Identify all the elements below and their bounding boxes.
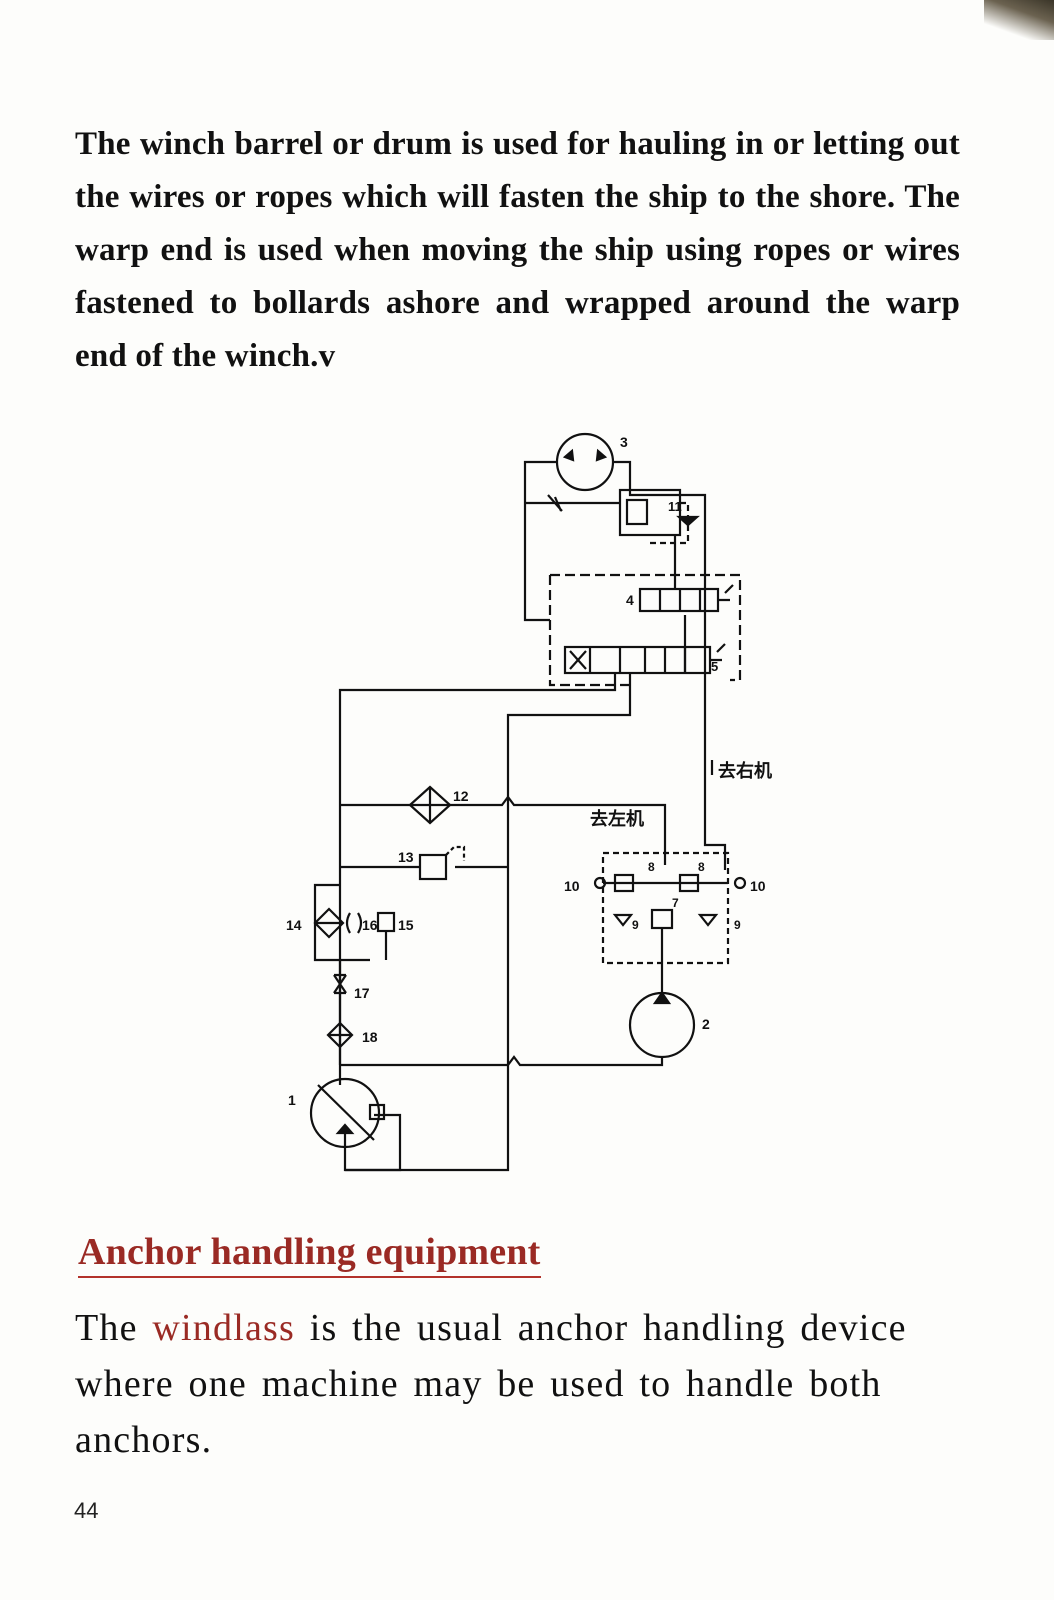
label-to-right-machine: 去右机 [718,760,772,781]
label-13: 13 [398,849,414,865]
label-7: 7 [672,896,679,910]
label-10-right: 10 [750,878,766,894]
page-edge-shadow [984,0,1054,40]
label-3: 3 [620,434,628,450]
label-15: 15 [398,917,414,933]
section-heading: Anchor handling equipment [78,1230,541,1278]
body-text-before: The [75,1307,153,1349]
label-10-left: 10 [564,878,580,894]
valve-5 [563,645,712,675]
label-17: 17 [354,985,370,1001]
valve-15 [376,911,396,933]
page-number: 44 [74,1498,99,1523]
label-8-right: 8 [698,860,705,874]
label-9-right: 9 [734,918,741,932]
label-4: 4 [626,592,634,608]
intro-paragraph: The winch barrel or drum is used for hau… [75,126,960,374]
label-2: 2 [702,1016,710,1032]
label-12: 12 [453,788,469,804]
valve-13 [418,853,448,881]
body-text-after: is the usual anchor handling device wher… [75,1307,907,1461]
label-5: 5 [711,659,718,674]
label-14: 14 [286,917,302,933]
label-11: 11 [668,499,682,514]
main-pump-1 [309,1077,381,1149]
label-9-left: 9 [632,918,639,932]
label-1: 1 [288,1092,296,1108]
hydraulic-circuit-diagram: 3 11 4 5 去右机 去左机 12 13 10 10 8 8 7 9 9 2… [270,425,810,1205]
label-16: 16 [362,917,378,933]
windlass-paragraph: The windlass is the usual anchor handlin… [75,1300,985,1468]
label-to-left-machine: 去左机 [590,808,644,829]
term-windlass: windlass [152,1307,295,1349]
label-8-left: 8 [648,860,655,874]
label-18: 18 [362,1029,378,1045]
valve-11 [618,488,682,537]
diagram-svg: 3 11 4 5 去右机 去左机 12 13 10 10 8 8 7 9 9 2… [286,432,772,1172]
hydraulic-motor-3 [555,432,615,492]
